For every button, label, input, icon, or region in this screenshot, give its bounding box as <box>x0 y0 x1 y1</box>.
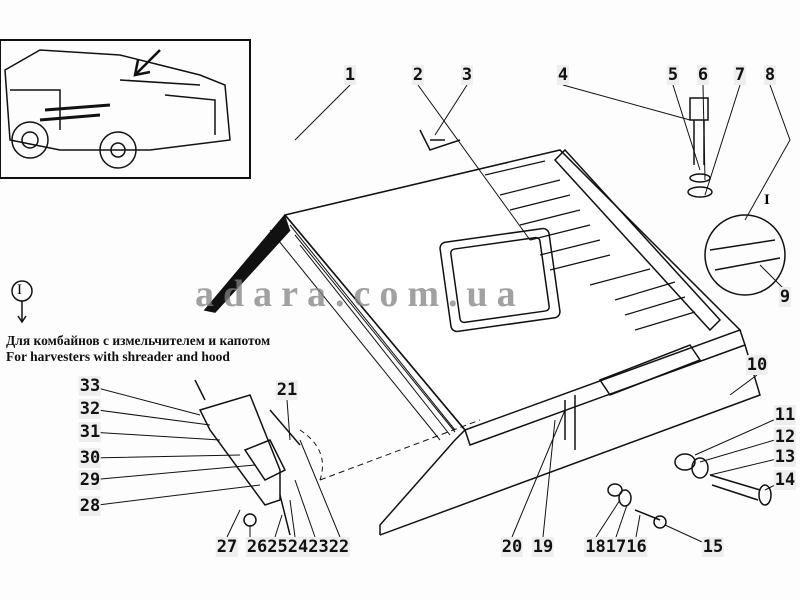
callout-29: 29 <box>78 470 102 490</box>
callout-16-18: 181716 <box>584 537 648 557</box>
fasteners <box>419 97 786 529</box>
callout-32: 32 <box>78 399 102 419</box>
leader-lines <box>89 84 791 548</box>
callout-10: 10 <box>745 355 769 375</box>
callout-8: 8 <box>763 65 777 85</box>
callout-20: 20 <box>500 537 524 557</box>
view-marker-label: I <box>17 282 22 298</box>
callout-7: 7 <box>733 65 747 85</box>
callout-14: 14 <box>773 470 797 490</box>
callout-5: 5 <box>666 65 680 85</box>
note-english: For harvesters with shreader and hood <box>6 349 230 364</box>
callout-11: 11 <box>773 405 797 425</box>
callout-27: 27 <box>215 537 239 557</box>
callout-3: 3 <box>460 65 474 85</box>
callout-4: 4 <box>556 65 570 85</box>
callout-12: 12 <box>773 427 797 447</box>
combine-inset <box>0 39 251 179</box>
callout-31: 31 <box>78 422 102 442</box>
note-russian: Для комбайнов с измельчителем и капотом <box>6 333 271 348</box>
callout-21: 21 <box>275 380 299 400</box>
hood-assembly <box>203 148 761 536</box>
callout-9: 9 <box>778 287 792 307</box>
callout-30: 30 <box>78 448 102 468</box>
view-marker-circle <box>11 280 33 302</box>
bracket-assembly <box>194 379 301 536</box>
callout-13: 13 <box>773 447 797 467</box>
callout-15: 15 <box>701 537 725 557</box>
callout-33: 33 <box>78 376 102 396</box>
callout-1: 1 <box>343 65 357 85</box>
detail-marker-label: I <box>764 192 770 208</box>
callout-22-26: 2625242322 <box>245 537 351 557</box>
callout-28: 28 <box>78 496 102 516</box>
callout-19: 19 <box>531 537 555 557</box>
callout-2: 2 <box>411 65 425 85</box>
callout-6: 6 <box>696 65 710 85</box>
watermark: adara.com.ua <box>195 273 525 315</box>
